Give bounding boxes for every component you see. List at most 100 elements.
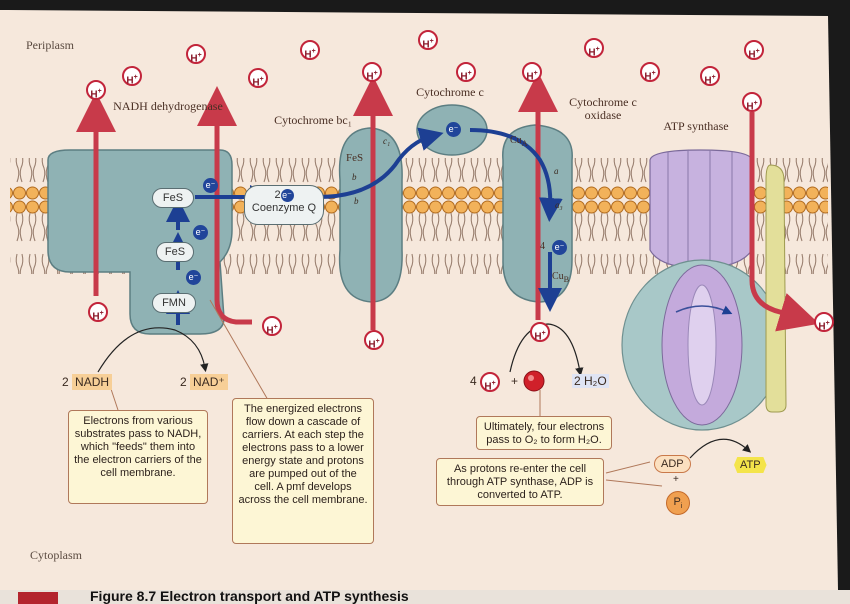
- proton-symbol: H: [746, 101, 754, 113]
- four-electrons-count: 4: [540, 241, 545, 252]
- proton-icon: H+: [248, 68, 268, 88]
- b-heme-label-2: b: [354, 196, 359, 206]
- cytoplasm-label: Cytoplasm: [30, 548, 83, 562]
- fmn-carrier: FMN: [152, 293, 196, 313]
- proton-icon: H+: [530, 322, 550, 342]
- proton-charge: +: [753, 100, 758, 107]
- proton-icon: H+: [362, 62, 382, 82]
- proton-icon: H+: [584, 38, 604, 58]
- callout-protons-reenter: As protons re-enter the cell through ATP…: [436, 458, 604, 506]
- proton-icon: H+: [742, 92, 762, 112]
- proton-charge: +: [825, 320, 830, 327]
- atp-synthase-label: ATP synthase: [663, 119, 729, 133]
- electron-icon: e⁻: [193, 225, 208, 240]
- atp-molecule: ATP: [734, 457, 767, 473]
- proton-icon: H+: [86, 80, 106, 100]
- coenzyme-q-label: Coenzyme Q: [251, 202, 317, 214]
- electron-icon: e⁻: [552, 240, 567, 255]
- proton-charge: +: [311, 48, 316, 55]
- proton-charge: +: [541, 330, 546, 337]
- phosphate-text: P: [673, 496, 681, 508]
- fes-bc1-label: FeS: [346, 152, 364, 164]
- a-heme-label: a: [554, 166, 559, 176]
- proton-charge: +: [97, 88, 102, 95]
- proton-icon: H+: [262, 316, 282, 336]
- cua-subscript: A: [521, 139, 528, 148]
- proton-icon: H+: [122, 66, 142, 86]
- proton-charge: +: [491, 380, 496, 387]
- proton-charge: +: [429, 38, 434, 45]
- phosphate-molecule: Pi: [666, 491, 690, 515]
- proton-icon: H+: [186, 44, 206, 64]
- proton-icon: H+: [456, 62, 476, 82]
- a3-heme-label: a₃: [555, 200, 563, 210]
- nadh-reactant: 2 NADH: [62, 374, 113, 390]
- proton-charge: +: [197, 52, 202, 59]
- water-formation-arrow: [509, 323, 584, 377]
- proton-charge: +: [259, 76, 264, 83]
- proton-icon: H+: [480, 372, 500, 392]
- electron-icon: e⁻: [446, 122, 461, 137]
- proton-icon: H+: [522, 62, 542, 82]
- proton-symbol: H: [818, 321, 826, 333]
- proton-symbol: H: [92, 311, 100, 323]
- proton-symbol: H: [90, 89, 98, 101]
- callout-four-electrons: Ultimately, four electrons pass to O₂ to…: [476, 416, 612, 450]
- proton-charge: +: [133, 74, 138, 81]
- nadh-text: NADH: [72, 374, 113, 390]
- oxygen-molecule: [523, 370, 545, 392]
- proton-charge: +: [375, 338, 380, 345]
- callout-electrons-from-substrates: Electrons from various substrates pass t…: [68, 410, 208, 504]
- c1-label: c₁: [383, 136, 391, 146]
- proton-symbol: H: [304, 49, 312, 61]
- four-protons-coefficient: 4: [470, 374, 477, 388]
- callout-leaders: [109, 299, 663, 487]
- proton-symbol: H: [644, 71, 652, 83]
- proton-icon: H+: [640, 62, 660, 82]
- proton-symbol: H: [190, 53, 198, 65]
- proton-icon: H+: [744, 40, 764, 60]
- cub-label: CuB: [552, 270, 569, 286]
- electron-icon: e⁻: [186, 270, 201, 285]
- proton-symbol: H: [422, 39, 430, 51]
- cub-text: Cu: [552, 271, 564, 282]
- proton-symbol: H: [748, 49, 756, 61]
- proton-symbol: H: [366, 71, 374, 83]
- phosphate-subscript: i: [680, 503, 683, 511]
- electron-icon: e⁻: [280, 189, 294, 202]
- proton-flow-arrows: [76, 72, 820, 332]
- plus-sign: +: [673, 474, 679, 485]
- proton-charge: +: [711, 74, 716, 81]
- proton-symbol: H: [266, 325, 274, 337]
- fes-carrier-top: FeS: [152, 188, 194, 208]
- proton-symbol: H: [588, 47, 596, 59]
- periplasm-label: Periplasm: [26, 38, 74, 52]
- electron-icon: e⁻: [203, 178, 218, 193]
- proton-charge: +: [651, 70, 656, 77]
- electron-flow-path: [166, 127, 563, 325]
- proton-charge: +: [595, 46, 600, 53]
- cua-label: CuA: [510, 134, 528, 150]
- proton-icon: H+: [300, 40, 320, 60]
- fes-carrier-middle: FeS: [156, 242, 194, 262]
- proton-symbol: H: [368, 339, 376, 351]
- cytochrome-c-oxidase-label: Cytochrome c oxidase: [569, 95, 637, 122]
- proton-icon: H+: [700, 66, 720, 86]
- proton-charge: +: [467, 70, 472, 77]
- proton-icon: H+: [814, 312, 834, 332]
- proton-icon: H+: [418, 30, 438, 50]
- callout-energized-electrons: The energized electrons flow down a casc…: [232, 398, 374, 544]
- cua-text: Cu: [510, 135, 522, 146]
- proton-symbol: H: [704, 75, 712, 87]
- plus-sign: +: [511, 374, 519, 388]
- proton-symbol: H: [460, 71, 468, 83]
- nadh-coefficient: 2: [62, 375, 69, 389]
- proton-charge: +: [99, 310, 104, 317]
- cub-subscript: B: [563, 275, 570, 284]
- proton-charge: +: [273, 324, 278, 331]
- atp-synthase-complex: [621, 149, 787, 431]
- atp-formation-arrow: [689, 438, 752, 459]
- water-product: 2 H₂O: [572, 374, 609, 388]
